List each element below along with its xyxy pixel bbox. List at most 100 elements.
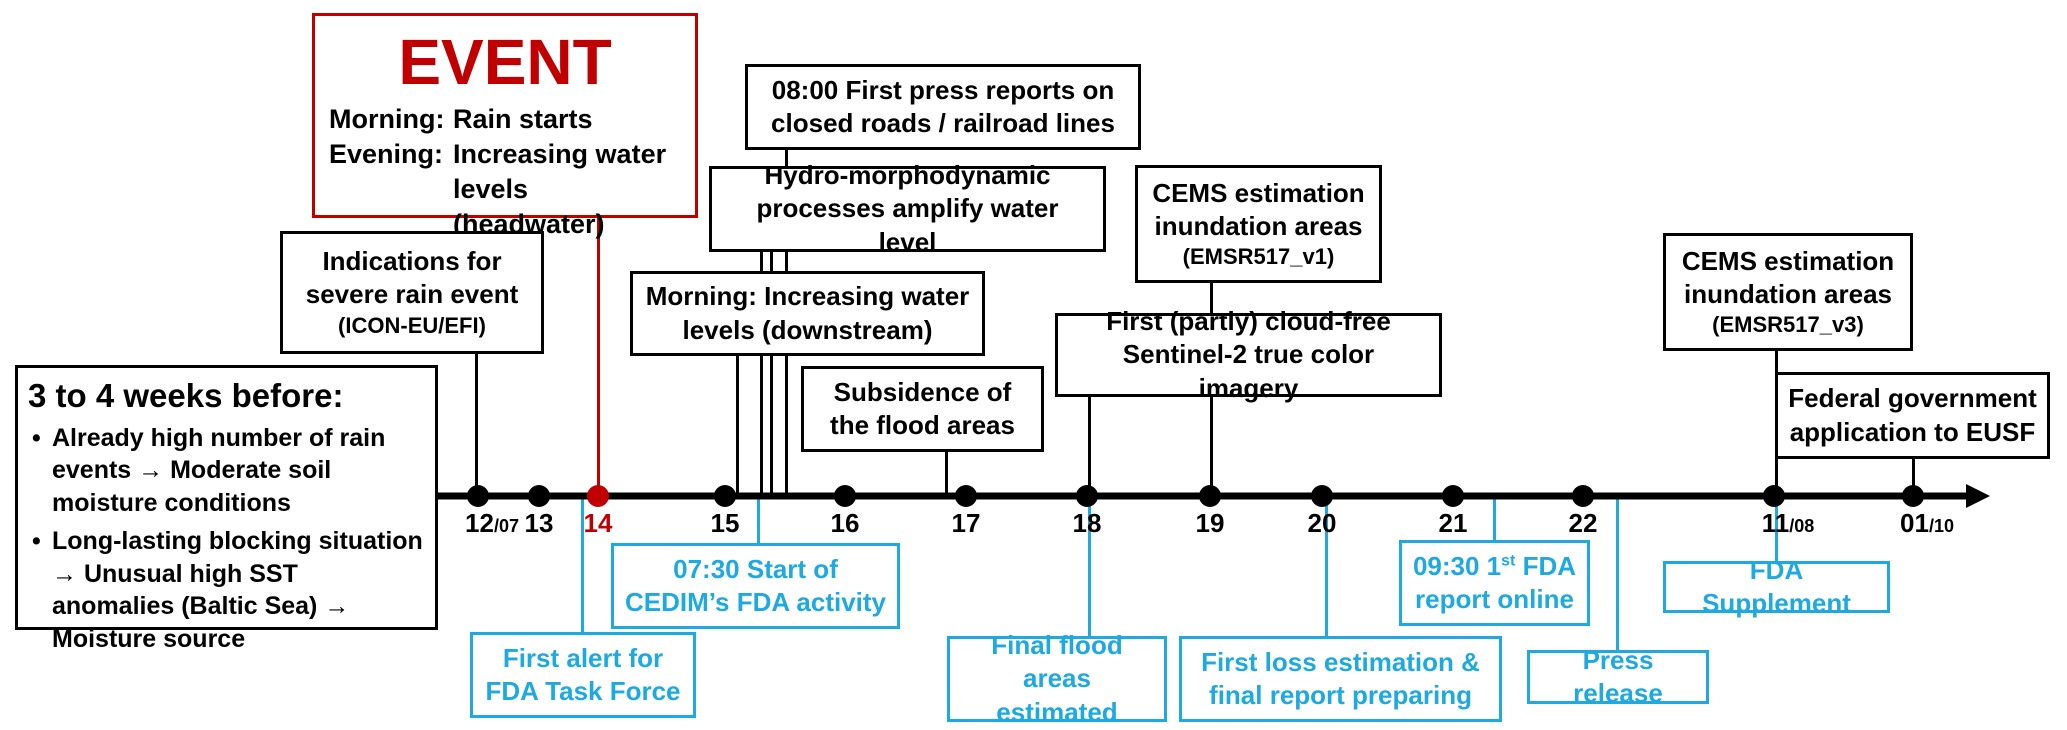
cems-v1-text: CEMS estimation inundation areas [1152,177,1365,241]
connector-first-alert [581,496,584,634]
morning-downstream-box: Morning: Increasing water levels (downst… [630,271,985,356]
start-cedim-box: 07:30 Start of CEDIM’s FDA activity [611,543,900,629]
press-reports-box: 08:00 First press reports on closed road… [745,64,1141,150]
timeline-dot [528,485,550,507]
press-release-box: Press release [1527,645,1709,708]
tick-day: 17 [951,508,981,538]
hydro-text: Hydro-morphodynamic processes amplify wa… [756,160,1059,257]
timeline-tick-label: 12/07 [465,508,519,539]
timeline-tick-label: 15 [711,508,740,539]
timeline-dot [1572,485,1594,507]
timeline-dot [1763,485,1785,507]
tick-day: 13 [524,508,554,538]
tick-month: /08 [1789,516,1815,536]
indications-box: Indications for severe rain event (ICON-… [280,231,544,354]
tick-day: 01 [1900,508,1929,538]
fda-report-box: 09:30 1st FDA report online [1399,540,1590,626]
connector-event [597,218,600,496]
fda-supplement-text: FDA Supplement [1702,554,1851,618]
tick-day: 11 [1761,508,1790,538]
event-morning-row: Morning: Rain starts [329,102,681,137]
first-alert-text: First alert for FDA Task Force [485,642,681,706]
tick-day: 15 [710,508,740,538]
event-morning-value: Rain starts [453,104,593,134]
tick-day: 12 [465,508,494,538]
timeline-dot [587,485,609,507]
final-flood-box: Final flood areas estimated [947,630,1167,727]
timeline-dot [1442,485,1464,507]
timeline-dot [714,485,736,507]
event-evening-key: Evening: [329,139,444,170]
timeline-dot [1311,485,1333,507]
timeline-tick-label: 22 [1569,508,1598,539]
before-bullet: Long-lasting blocking situation → Unusua… [28,525,425,655]
fda-supplement-box: FDA Supplement [1663,555,1890,618]
connector-final-flood [1088,496,1091,638]
hydro-box: Hydro-morphodynamic processes amplify wa… [709,160,1106,257]
connector-morning-downstream [736,353,739,496]
before-bullet: Already high number of rain events → Mod… [28,422,425,520]
indications-text: Indications for severe rain event [305,246,519,310]
fda-report-sup: st [1501,552,1516,570]
before-title: 3 to 4 weeks before: [28,377,344,414]
timeline-tick-label: 14 [584,508,613,539]
press-reports-text: 08:00 First press reports on closed road… [771,74,1115,138]
tick-month: /07 [493,516,519,536]
connector-loss-estimation [1325,496,1328,638]
connector-indications [475,266,478,496]
tick-day: 19 [1195,508,1225,538]
connector-hydro-b [770,252,773,496]
event-evening-row: Evening: Increasing water levels (headwa… [329,137,681,242]
subsidence-text: Subsidence of the flood areas [830,376,1015,440]
timeline-dot [1199,485,1221,507]
connector-sentinel-19 [1210,395,1213,496]
tick-day: 21 [1438,508,1468,538]
event-box: EVENT Morning: Rain starts Evening: Incr… [312,13,698,239]
timeline-tick-label: 13 [525,508,554,539]
timeline-dot [955,485,977,507]
cems-v3-text: CEMS estimation inundation areas [1681,245,1895,309]
timeline-tick-label: 11/08 [1762,508,1815,539]
connector-start-cedim [757,496,760,546]
loss-estimation-box: First loss estimation & final report pre… [1179,636,1502,722]
connector-fda-report [1493,496,1496,542]
timeline-tick-label: 19 [1196,508,1225,539]
start-cedim-text: 07:30 Start of CEDIM’s FDA activity [624,553,886,617]
timeline-dot [1076,485,1098,507]
fda-report-time: 09:30 1 [1412,550,1502,581]
tick-day: 22 [1568,508,1598,538]
federal-box: Federal government application to EUSF [1775,372,2050,459]
connector-fda-supplement [1775,496,1778,564]
loss-estimation-text: First loss estimation & final report pre… [1201,646,1480,710]
cems-v1-box: CEMS estimation inundation areas (EMSR51… [1135,165,1382,283]
sentinel-text: First (partly) cloud-free Sentinel-2 tru… [1106,306,1391,403]
indications-sub: (ICON-EU/EFI) [338,312,486,338]
timeline-tick-label: 21 [1439,508,1468,539]
tick-month: /10 [1928,516,1954,536]
fda-report-rest: FDA [1515,550,1577,581]
tick-day: 20 [1307,508,1337,538]
event-title: EVENT [398,26,612,98]
before-bullet-list: Already high number of rain events → Mod… [28,416,425,656]
federal-text: Federal government application to EUSF [1788,383,2037,447]
first-alert-box: First alert for FDA Task Force [470,632,696,718]
subsidence-box: Subsidence of the flood areas [801,366,1044,452]
cems-v3-box: CEMS estimation inundation areas (EMSR51… [1663,233,1913,351]
connector-sentinel-18 [1088,395,1091,496]
connector-subsidence [945,450,948,496]
tick-day: 18 [1072,508,1102,538]
connector-federal [1912,457,1915,496]
tick-day: 16 [830,508,860,538]
timeline-tick-label: 18 [1073,508,1102,539]
timeline-tick-label: 01/10 [1900,508,1954,539]
tick-day: 14 [583,508,613,538]
event-morning-key: Morning: [329,104,445,134]
before-box: 3 to 4 weeks before: Already high number… [15,365,438,653]
connector-hydro-a [760,252,763,496]
press-release-text: Press release [1573,644,1663,708]
fda-report-line2: report online [1415,584,1574,614]
event-evening-value: Increasing water levels (headwater) [453,139,667,240]
morning-downstream-text: Morning: Increasing water levels (downst… [645,281,970,345]
timeline-tick-label: 17 [952,508,981,539]
